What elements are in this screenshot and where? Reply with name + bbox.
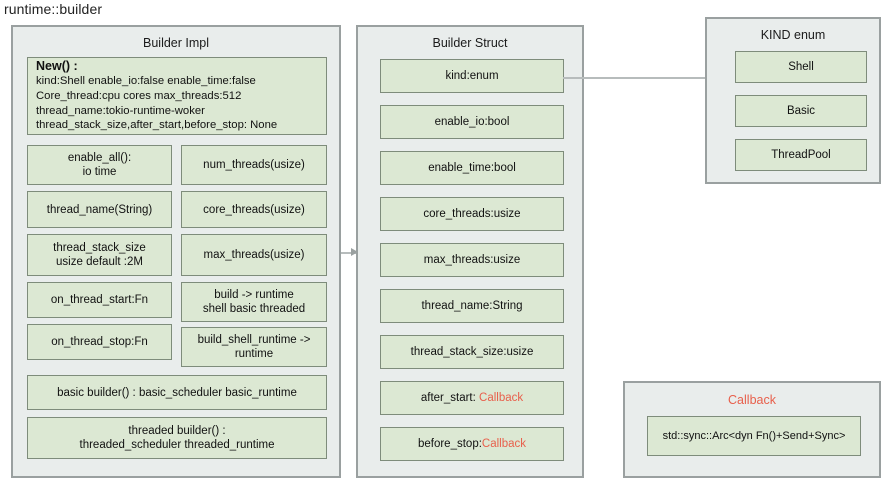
struct-field-label: enable_io:bool [434, 116, 510, 128]
struct-field-kind: kind:enum [380, 59, 564, 93]
method-line-2: threaded_scheduler threaded_runtime [79, 439, 275, 451]
kind-enum-variant-shell: Shell [735, 51, 867, 83]
struct-field-core-threads: core_threads:usize [380, 197, 564, 231]
method-line-1: on_thread_start:Fn [50, 294, 149, 306]
method-line-2: runtime [234, 348, 274, 360]
struct-field-accent: Callback [479, 392, 524, 404]
method-line-1: core_threads(usize) [203, 203, 305, 216]
builder-impl-title: Builder Impl [143, 36, 209, 50]
method-line-1: max_threads(usize) [203, 249, 305, 261]
struct-field-label: enable_time:bool [428, 162, 516, 174]
method-line-1: thread_name(String) [46, 203, 153, 216]
callback-definition-text: std::sync::Arc<dyn Fn()+Send+Sync> [662, 430, 846, 442]
new-method-line-3: thread_stack_size,after_start,before_sto… [36, 119, 278, 132]
method-line-1: thread_stack_size [53, 242, 146, 254]
struct-field-max-threads: max_threads:usize [380, 243, 564, 277]
callback-panel: Callback std::sync::Arc<dyn Fn()+Send+Sy… [623, 381, 881, 478]
kind-enum-title: KIND enum [760, 28, 826, 42]
method-line-2: io time [82, 166, 117, 178]
struct-field-label: after_start: [420, 392, 480, 404]
method-box-thread-name: thread_name(String) [27, 191, 172, 228]
method-line-1: enable_all(): [67, 152, 132, 164]
struct-field-label: before_stop: [417, 438, 482, 450]
callback-title: Callback [728, 393, 776, 407]
struct-field-label: kind:enum [445, 70, 499, 82]
builder-struct-panel: Builder Struct kind:enum enable_io:bool … [356, 25, 584, 478]
new-method-line-1: Core_thread:cpu cores max_threads:512 [36, 89, 242, 102]
method-line-1: basic builder() : basic_scheduler basic_… [57, 386, 297, 399]
method-box-basic-builder: basic builder() : basic_scheduler basic_… [27, 375, 327, 410]
method-line-1: threaded builder() : [128, 425, 226, 437]
method-box-core-threads: core_threads(usize) [181, 191, 327, 228]
kind-enum-variant-label: Shell [788, 61, 814, 73]
page-title: runtime::builder [4, 1, 103, 17]
method-line-1: build -> runtime [214, 289, 294, 301]
method-line-2: shell basic threaded [202, 303, 306, 315]
new-method-line-2: thread_name:tokio-runtime-woker [36, 104, 205, 117]
struct-field-label: thread_name:String [421, 300, 523, 312]
struct-field-after-start: after_start: Callback [380, 381, 564, 415]
kind-enum-variant-label: Basic [786, 105, 816, 117]
struct-field-thread-name: thread_name:String [380, 289, 564, 323]
kind-enum-variant-threadpool: ThreadPool [735, 139, 867, 171]
kind-enum-panel: KIND enum Shell Basic ThreadPool [705, 17, 881, 184]
new-method-heading: New() : [36, 59, 78, 74]
kind-enum-variant-label: ThreadPool [771, 149, 831, 161]
struct-field-enable-time: enable_time:bool [380, 151, 564, 185]
struct-field-label: thread_stack_size:usize [410, 346, 534, 358]
method-box-on-thread-start: on_thread_start:Fn [27, 282, 172, 318]
method-line-1: build_shell_runtime -> [197, 334, 311, 346]
builder-impl-panel: Builder Impl New() : kind:Shell enable_i… [11, 25, 341, 478]
method-line-1: on_thread_stop:Fn [51, 336, 148, 348]
builder-struct-title: Builder Struct [432, 36, 508, 50]
struct-field-accent: Callback [481, 438, 527, 450]
struct-field-enable-io: enable_io:bool [380, 105, 564, 139]
arrow-kind-to-shell-line [563, 77, 728, 79]
arrow-impl-to-struct-head [351, 248, 358, 256]
new-method-line-0: kind:Shell enable_io:false enable_time:f… [36, 75, 256, 88]
method-box-build: build -> runtime shell basic threaded [181, 282, 327, 322]
method-box-enable-all: enable_all(): io time [27, 145, 172, 185]
callback-definition-box: std::sync::Arc<dyn Fn()+Send+Sync> [647, 416, 861, 456]
method-box-num-threads: num_threads(usize) [181, 145, 327, 185]
struct-field-thread-stack-size: thread_stack_size:usize [380, 335, 564, 369]
new-method-box: New() : kind:Shell enable_io:false enabl… [27, 57, 327, 135]
struct-field-label: max_threads:usize [423, 254, 521, 266]
struct-field-before-stop: before_stop:Callback [380, 427, 564, 461]
arrow-impl-to-struct-line [341, 252, 357, 254]
method-box-build-shell-runtime: build_shell_runtime -> runtime [181, 327, 327, 367]
kind-enum-variant-basic: Basic [735, 95, 867, 127]
struct-field-label: core_threads:usize [423, 208, 521, 220]
method-line-2: usize default :2M [56, 256, 143, 268]
method-box-threaded-builder: threaded builder() : threaded_scheduler … [27, 417, 327, 459]
method-box-on-thread-stop: on_thread_stop:Fn [27, 324, 172, 360]
method-line-1: num_threads(usize) [203, 159, 305, 171]
method-box-thread-stack-size: thread_stack_size usize default :2M [27, 234, 172, 276]
method-box-max-threads: max_threads(usize) [181, 234, 327, 276]
